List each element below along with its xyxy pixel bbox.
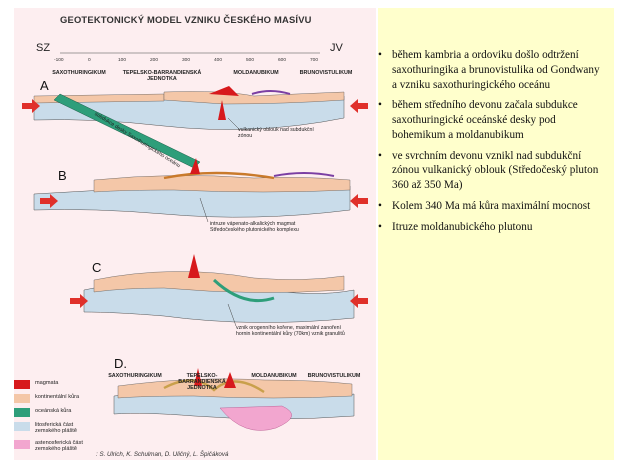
scale-tick: 200: [150, 58, 158, 63]
scale-tick: 0: [88, 58, 91, 63]
scale-tick: 700: [310, 58, 318, 63]
section-b-arc-deposits: [274, 173, 334, 176]
legend-label: magmata: [35, 380, 58, 386]
bullet-item: • během středního devonu začala subdukce …: [378, 98, 606, 142]
bullet-item: • během kambria a ordoviku došlo odtržení…: [378, 48, 606, 92]
bullet-list: • během kambria a ordoviku došlo odtržení…: [378, 8, 614, 235]
section-label-b: B: [58, 168, 67, 183]
bullet-text: Itruze moldanubického plutonu: [392, 221, 532, 233]
legend-swatch: [14, 380, 30, 389]
section-label-c: C: [92, 260, 101, 275]
bullet-item: • ve svrchním devonu vznikl nad subdukční…: [378, 149, 606, 193]
scale-tick: 600: [278, 58, 286, 63]
region-d-tepelsko-barrandienska: TEPELSKO-BARRANDIENSKÁ JEDNOTKA: [164, 374, 240, 392]
direction-nw: SZ: [36, 42, 50, 54]
section-b-crust: [94, 175, 350, 192]
bullet-marker: •: [378, 220, 382, 235]
legend-swatch: [14, 440, 30, 449]
bullet-text: ve svrchním devonu vznikl nad subdukční …: [392, 150, 598, 192]
region-d-brunovistulikum: BRUNOVISTULIKUM: [300, 374, 368, 380]
scale-tick: 100: [118, 58, 126, 63]
region-tepelsko-barrandienska: TEPELSKO-BARRANDIENSKÁ JEDNOTKA: [122, 71, 202, 83]
legend-item-magmata: magmata: [14, 380, 58, 389]
bullet-text: během středního devonu začala subdukce s…: [392, 99, 578, 141]
bullet-marker: •: [378, 149, 382, 164]
bullet-item: • Kolem 340 Ma má kůra maximální mocnost: [378, 199, 606, 214]
legend-swatch: [14, 408, 30, 417]
region-saxothuringikum: SAXOTHURINGIKUM: [44, 71, 114, 77]
intrusion-label: intruze vápenato-alkalických magmat Stře…: [210, 222, 330, 234]
legend-label: oceánská kůra: [35, 408, 71, 414]
legend-label: astenosferická část zemského pláště: [35, 440, 95, 453]
legend-item-continental-crust: kontinentální kůra: [14, 394, 79, 403]
section-b-drawing: [34, 158, 350, 222]
legend-label: litosferická část zemského pláště: [35, 422, 95, 435]
region-moldanubikum: MOLDANUBIKUM: [226, 71, 286, 77]
bullet-marker: •: [378, 98, 382, 113]
section-a-arc-deposits: [252, 91, 290, 94]
scale-tick: -100: [54, 58, 64, 63]
scale-tick: 500: [246, 58, 254, 63]
section-label-d: D.: [114, 356, 127, 371]
author-credit: : S. Ulrich, K. Schulman, D. Uličný, L. …: [96, 451, 228, 458]
legend-label: kontinentální kůra: [35, 394, 79, 400]
bullet-marker: •: [378, 199, 382, 214]
legend-swatch: [14, 422, 30, 431]
bullet-marker: •: [378, 48, 382, 63]
section-d-asthenosphere: [220, 406, 292, 431]
figure-title: GEOTEKTONICKÝ MODEL VZNIKU ČESKÉHO MASÍV…: [60, 14, 312, 25]
bullet-item: • Itruze moldanubického plutonu: [378, 220, 606, 235]
direction-se: JV: [330, 42, 343, 54]
legend-swatch: [14, 394, 30, 403]
arc-label: vulkanický oblouk nad subdukční zónou: [238, 128, 318, 140]
legend-item-asthenospheric-mantle: astenosferická část zemského pláště: [14, 440, 95, 453]
section-label-a: A: [40, 78, 49, 93]
arrow-a-right: [350, 99, 368, 113]
legend-item-oceanic-crust: oceánská kůra: [14, 408, 71, 417]
region-brunovistulikum: BRUNOVISTULIKUM: [290, 71, 362, 77]
section-c-magma: [188, 254, 200, 278]
region-d-saxothuringikum: SAXOTHURINGIKUM: [100, 374, 170, 380]
region-d-moldanubikum: MOLDANUBIKUM: [246, 374, 302, 380]
section-c-drawing: [84, 254, 354, 326]
bullet-text: Kolem 340 Ma má kůra maximální mocnost: [392, 200, 590, 212]
bullet-text: během kambria a ordoviku došlo odtržení …: [392, 49, 600, 91]
geotectonic-figure: GEOTEKTONICKÝ MODEL VZNIKU ČESKÉHO MASÍV…: [14, 8, 376, 460]
scale-tick: 400: [214, 58, 222, 63]
orogenic-root-label: vznik orogenního kořene, maximální zanoř…: [236, 326, 348, 338]
arrow-b-right: [350, 194, 368, 208]
scale-tick: 300: [182, 58, 190, 63]
notes-panel: • během kambria a ordoviku došlo odtržení…: [378, 8, 614, 460]
legend-item-lithospheric-mantle: litosferická část zemského pláště: [14, 422, 95, 435]
